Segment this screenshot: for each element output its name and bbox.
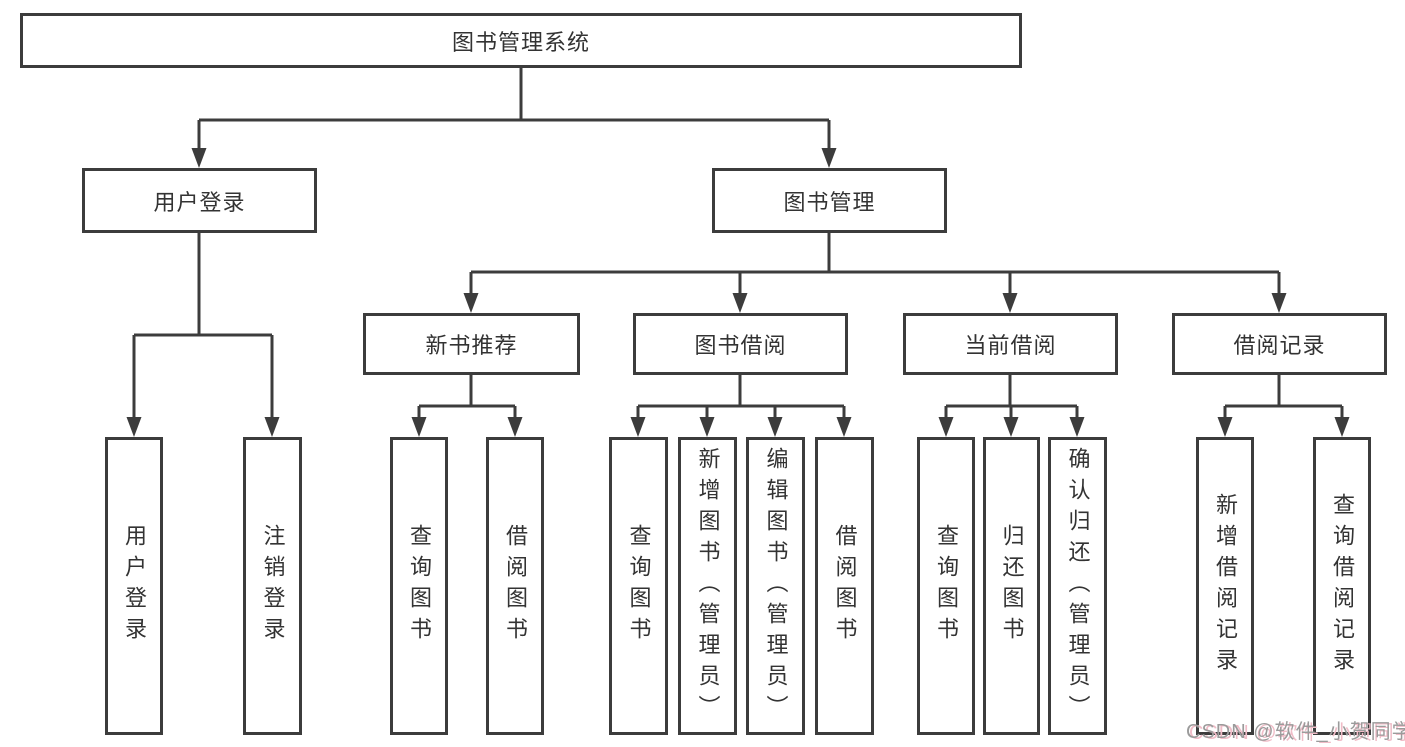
arrowhead-icon [411, 417, 427, 437]
csdn-watermark: CSDN @软件_小贺同学 [1186, 721, 1405, 743]
arrowhead-icon [507, 417, 523, 437]
connector-book-borrowing-to-leaves [630, 375, 852, 437]
arrowhead-icon [1217, 417, 1233, 437]
arrowhead-icon [732, 293, 748, 313]
arrowhead-icon [1334, 417, 1350, 437]
connector-root-to-level2 [191, 68, 837, 168]
arrowhead-icon [191, 148, 207, 168]
arrowhead-icon [264, 417, 280, 437]
arrowhead-icon [126, 417, 142, 437]
node-edit-books-admin: 编辑图书（管理员） [746, 437, 805, 735]
connector-book-management-to-level3 [463, 233, 1287, 313]
node-current-borrowing: 当前借阅 [903, 313, 1118, 375]
node-query-books-under-current: 查询图书 [917, 437, 975, 735]
node-user-login: 用户登录 [82, 168, 317, 233]
node-library-management-system: 图书管理系统 [20, 13, 1022, 68]
node-new-book-recommendation: 新书推荐 [363, 313, 580, 375]
connector-new-book-recommendation-to-leaves [411, 375, 523, 437]
node-borrow-books-under-borrowing: 借阅图书 [815, 437, 874, 735]
node-book-management: 图书管理 [712, 168, 947, 233]
node-query-books-under-recommend: 查询图书 [390, 437, 448, 735]
arrowhead-icon [699, 417, 715, 437]
arrowhead-icon [1271, 293, 1287, 313]
node-borrowing-records: 借阅记录 [1172, 313, 1387, 375]
arrowhead-icon [767, 417, 783, 437]
arrowhead-icon [630, 417, 646, 437]
node-user-login-action: 用户登录 [105, 437, 163, 735]
arrowhead-icon [1002, 293, 1018, 313]
node-add-books-admin: 新增图书（管理员） [678, 437, 737, 735]
arrowhead-icon [938, 417, 954, 437]
arrowhead-icon [1003, 417, 1019, 437]
arrowhead-icon [821, 148, 837, 168]
node-logout: 注销登录 [243, 437, 302, 735]
connector-borrowing-records-to-leaves [1217, 375, 1350, 437]
node-borrow-books-under-recommend: 借阅图书 [486, 437, 544, 735]
node-book-borrowing: 图书借阅 [633, 313, 848, 375]
arrowhead-icon [836, 417, 852, 437]
node-confirm-return-admin: 确认归还（管理员） [1048, 437, 1107, 735]
node-add-borrow-record: 新增借阅记录 [1196, 437, 1254, 735]
connector-user-login-to-leaves [126, 233, 280, 437]
node-return-books: 归还图书 [983, 437, 1040, 735]
arrowhead-icon [463, 293, 479, 313]
node-query-books-under-borrowing: 查询图书 [609, 437, 668, 735]
arrowhead-icon [1069, 417, 1085, 437]
node-query-borrow-record: 查询借阅记录 [1313, 437, 1371, 735]
connector-current-borrowing-to-leaves [938, 375, 1085, 437]
